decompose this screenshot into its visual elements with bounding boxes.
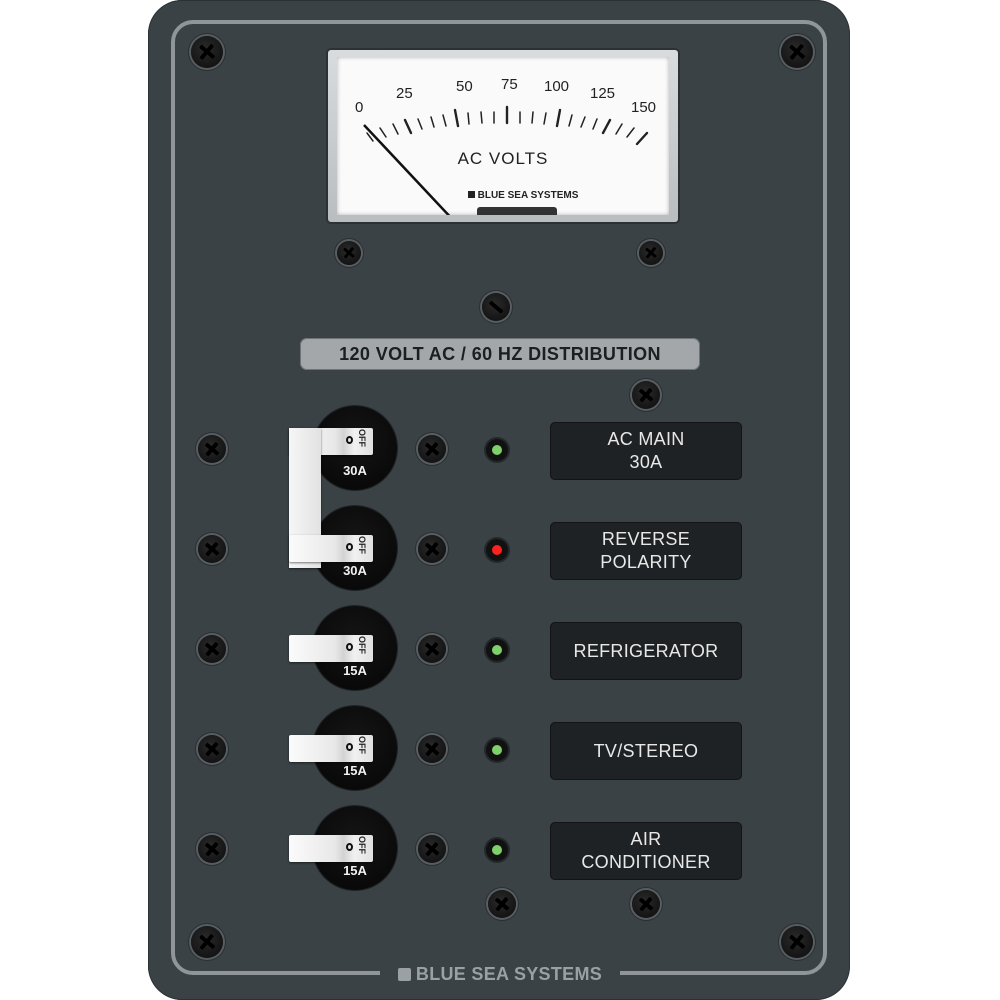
screw-icon xyxy=(488,890,516,918)
meter-scale-label: 150 xyxy=(631,99,657,116)
screw-icon xyxy=(198,835,226,863)
breaker-toggle-reverse-polarity[interactable]: OFF xyxy=(289,535,373,562)
screw-icon xyxy=(418,835,446,863)
toggle-off-text: OFF xyxy=(357,836,367,854)
brand-logo-icon xyxy=(467,191,475,198)
screw-icon xyxy=(418,635,446,663)
ac-voltmeter: 0 25 50 75 100 125 150 AC VOLTS BLUE SEA… xyxy=(328,50,678,222)
off-mark-icon xyxy=(346,743,353,751)
meter-scale-label: 75 xyxy=(501,76,518,93)
breaker-rating: 15A xyxy=(343,763,367,778)
circuit-label-tv-stereo: TV/STEREO xyxy=(550,722,742,780)
breaker-rating: 15A xyxy=(343,663,367,678)
brand-logo-icon xyxy=(397,968,411,981)
led-indicator-tv-stereo xyxy=(486,739,508,761)
panel-brand-text: BLUE SEA SYSTEMS xyxy=(415,964,603,984)
off-mark-icon xyxy=(346,843,353,851)
screw-icon xyxy=(418,535,446,563)
meter-scale-label: 50 xyxy=(456,78,473,95)
breaker-toggle-tv-stereo[interactable]: OFF xyxy=(289,735,373,762)
meter-face: 0 25 50 75 100 125 150 AC VOLTS BLUE SEA… xyxy=(337,57,669,215)
panel-brand: BLUE SEA SYSTEMS xyxy=(390,964,610,985)
screw-icon xyxy=(191,926,223,958)
screw-icon xyxy=(198,435,226,463)
toggle-off-text: OFF xyxy=(357,636,367,654)
toggle-off-text: OFF xyxy=(357,736,367,754)
led-indicator-reverse-polarity xyxy=(486,539,508,561)
breaker-toggle-air-conditioner[interactable]: OFF xyxy=(289,835,373,862)
breaker-rating: 15A xyxy=(343,863,367,878)
brand-gap xyxy=(380,960,620,988)
off-mark-icon xyxy=(346,436,353,444)
off-mark-icon xyxy=(346,643,353,651)
screw-icon xyxy=(632,890,660,918)
meter-brand: BLUE SEA SYSTEMS xyxy=(337,190,669,201)
circuit-label-reverse-polarity: REVERSE POLARITY xyxy=(550,522,742,580)
meter-scale-label: 0 xyxy=(355,99,364,116)
circuit-label-air-conditioner: AIR CONDITIONER xyxy=(550,822,742,880)
screw-icon xyxy=(781,36,813,68)
screw-icon xyxy=(418,735,446,763)
screw-icon xyxy=(632,381,660,409)
meter-brand-text: BLUE SEA SYSTEMS xyxy=(477,190,579,201)
screw-icon xyxy=(337,241,361,265)
screw-icon xyxy=(198,735,226,763)
meter-scale-label: 25 xyxy=(396,85,413,102)
toggle-off-text: OFF xyxy=(357,536,367,554)
led-indicator-refrigerator xyxy=(486,639,508,661)
meter-scale-label: 100 xyxy=(544,78,570,95)
breaker-toggle-refrigerator[interactable]: OFF xyxy=(289,635,373,662)
breaker-rating: 30A xyxy=(343,463,367,478)
meter-scale-icon xyxy=(363,105,649,215)
distribution-title: 120 VOLT AC / 60 HZ DISTRIBUTION xyxy=(300,338,700,370)
screw-icon xyxy=(639,241,663,265)
screw-icon xyxy=(418,435,446,463)
screw-icon xyxy=(191,36,223,68)
toggle-off-text: OFF xyxy=(357,429,367,447)
meter-scale-label: 125 xyxy=(590,85,616,102)
adjustment-screw-icon[interactable] xyxy=(482,293,510,321)
led-indicator-ac-main xyxy=(486,439,508,461)
led-indicator-air-conditioner xyxy=(486,839,508,861)
circuit-label-refrigerator: REFRIGERATOR xyxy=(550,622,742,680)
off-mark-icon xyxy=(346,543,353,551)
meter-needle-base xyxy=(477,207,557,215)
breaker-rating: 30A xyxy=(343,563,367,578)
screw-icon xyxy=(198,635,226,663)
screw-icon xyxy=(781,926,813,958)
screw-icon xyxy=(198,535,226,563)
circuit-label-ac-main: AC MAIN 30A xyxy=(550,422,742,480)
meter-label: AC VOLTS xyxy=(457,149,549,168)
